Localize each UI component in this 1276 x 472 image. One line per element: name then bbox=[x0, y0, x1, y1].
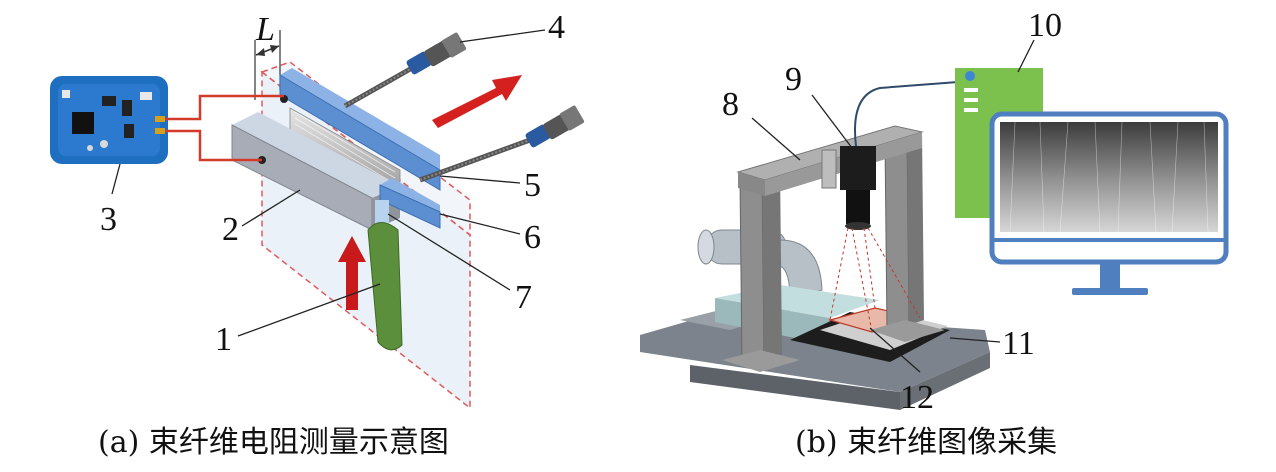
camera-cable bbox=[854, 81, 959, 147]
wire-to-bracket bbox=[165, 129, 262, 162]
circuit-board bbox=[50, 76, 168, 164]
caption-a: (a) 束纤维电阻测量示意图 bbox=[98, 425, 449, 460]
light-connector bbox=[375, 200, 389, 226]
panel-a-diagram: L bbox=[50, 9, 585, 410]
up-arrow bbox=[338, 236, 366, 310]
cable-lower bbox=[419, 105, 585, 183]
callout-1: 1 bbox=[215, 321, 232, 358]
callout-5: 5 bbox=[524, 167, 541, 204]
camera bbox=[821, 146, 876, 230]
fiber-image-display bbox=[1000, 122, 1218, 232]
callout-9: 9 bbox=[785, 61, 802, 98]
length-dimension: L bbox=[254, 11, 281, 100]
callout-12: 12 bbox=[900, 379, 934, 416]
top-electrode bbox=[279, 68, 441, 191]
panel-b-leaders bbox=[751, 39, 1035, 373]
monitor bbox=[989, 111, 1229, 295]
callout-3: 3 bbox=[100, 201, 117, 238]
length-label: L bbox=[255, 11, 275, 48]
callout-10: 10 bbox=[1028, 7, 1062, 44]
callout-7: 7 bbox=[515, 279, 532, 316]
green-sample bbox=[367, 222, 403, 351]
caption-b: (b) 束纤维图像采集 bbox=[795, 425, 1057, 460]
bottom-electrode bbox=[379, 178, 441, 229]
callout-11: 11 bbox=[1002, 325, 1035, 362]
wire-to-top-electrode bbox=[165, 94, 284, 121]
camera-fov bbox=[829, 227, 921, 333]
callout-4: 4 bbox=[548, 9, 565, 46]
callout-6: 6 bbox=[524, 219, 541, 256]
callout-2: 2 bbox=[222, 211, 239, 248]
direction-arrow bbox=[432, 75, 522, 128]
cable-upper bbox=[343, 32, 467, 109]
panel-b-diagram: 8 9 10 11 12 bbox=[640, 7, 1229, 416]
panel-a-leaders bbox=[111, 29, 546, 337]
callout-8: 8 bbox=[722, 86, 739, 123]
